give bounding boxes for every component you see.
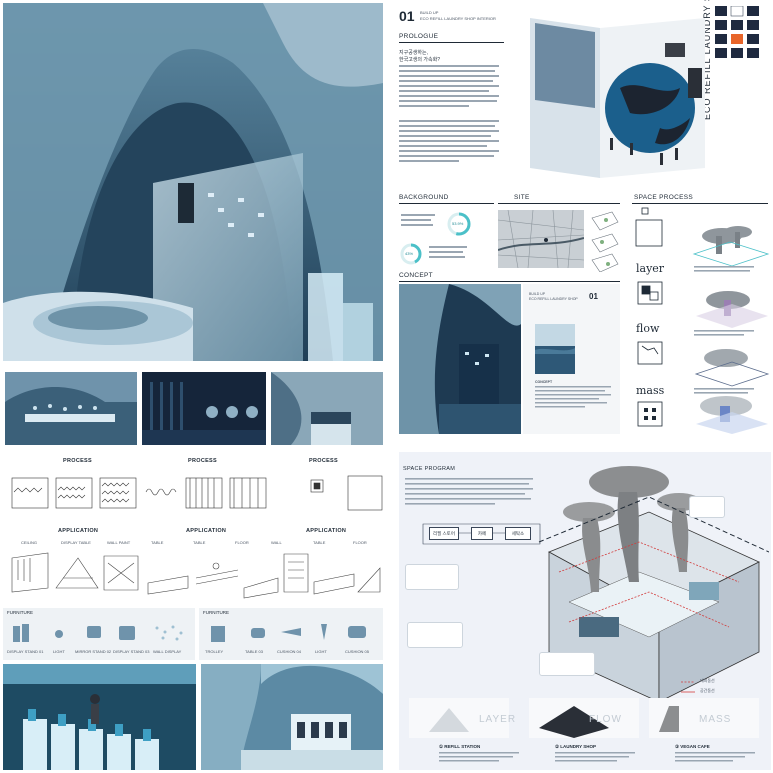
- program-box-cafe: 카페: [471, 527, 493, 540]
- process-title-1: PROCESS: [63, 458, 92, 464]
- interior-thumb-1: [5, 372, 137, 445]
- prologue-subtitle-1: 지구공생하는,: [399, 50, 428, 56]
- program-strip-images: [409, 698, 759, 738]
- card-vegan-cafe: ③ VEGAN CAFE: [675, 744, 710, 749]
- strip-word-mass: MASS: [699, 714, 732, 725]
- program-box-refill: 리필 스토어: [429, 527, 459, 540]
- furniture-title-right: FURNITURE: [203, 610, 229, 615]
- hero-collage: [510, 8, 710, 188]
- annotation-chip-2: [405, 564, 459, 590]
- furniture-icons-right: [211, 624, 366, 642]
- strip-word-layer: LAYER: [479, 714, 517, 725]
- furniture-left-1: DISPLAY STAND 01: [7, 649, 44, 654]
- furniture-panel-left: FURNITURE DISPLAY STAND 01 LIGHT MIRROR …: [3, 608, 195, 660]
- process-title-3: PROCESS: [309, 458, 338, 464]
- furniture-panel-right: FURNITURE TROLLEY TABLE 03 CUSHION 04 LI…: [199, 608, 383, 660]
- site-title: SITE: [514, 194, 530, 201]
- background-title: BACKGROUND: [399, 194, 449, 201]
- annotation-chip-1: [689, 496, 725, 518]
- prologue-rule: [399, 42, 504, 43]
- furniture-right-4: LIGHT: [315, 649, 327, 654]
- legend-lines: [681, 681, 695, 693]
- process-word-mass: mass: [636, 384, 665, 397]
- axonometric-model: [538, 466, 769, 702]
- brand-logo: [715, 5, 759, 58]
- process-word-layer: layer: [636, 262, 665, 275]
- furniture-left-5: WALL DISPLAY: [153, 649, 182, 654]
- furniture-right-3: CUSHION 04: [277, 649, 302, 654]
- concept-mini-line1: BUILD UP: [529, 292, 546, 296]
- stat-top: 53.9%: [452, 221, 464, 226]
- space-process-rule: [632, 203, 768, 204]
- background-rule: [399, 203, 494, 204]
- space-program-intro: [405, 478, 533, 505]
- interior-thumb-2: [142, 372, 266, 445]
- annotation-chip-3: [407, 622, 463, 648]
- furniture-right-2: TABLE 03: [245, 649, 263, 654]
- application-title-2: APPLICATION: [186, 528, 227, 534]
- app-label-table-2: TABLE: [193, 540, 206, 545]
- strip-word-flow: FLOW: [589, 714, 622, 725]
- application-title-1: APPLICATION: [58, 528, 99, 534]
- concept-mini-line2: ECO REFILL LAUNDRY SHOP: [529, 297, 578, 301]
- concept-mini-board: 01 BUILD UP ECO REFILL LAUNDRY SHOP CONC…: [523, 284, 620, 434]
- app-label-ceiling: CEILING: [21, 540, 38, 545]
- space-process-column: [635, 207, 770, 434]
- furniture-left-2: LIGHT: [53, 649, 65, 654]
- furniture-right-1: TROLLEY: [205, 649, 224, 654]
- process-title-2: PROCESS: [188, 458, 217, 464]
- app-label-table-3: TABLE: [313, 540, 326, 545]
- bottom-render-right: [201, 664, 383, 770]
- legend-label-2: 공간동선: [700, 688, 715, 693]
- bottom-render-left: [3, 664, 196, 770]
- annotation-chip-4: [539, 652, 595, 676]
- board-number: 01: [399, 8, 415, 24]
- app-label-floor-2: FLOOR: [353, 540, 367, 545]
- space-program-title: SPACE PROGRAM: [403, 466, 456, 472]
- site-map: [498, 210, 584, 268]
- app-label-wall: WALL: [271, 540, 282, 545]
- prologue-title: PROLOGUE: [399, 33, 439, 40]
- program-box-laundry: 세탁소: [505, 527, 531, 540]
- app-label-display-table: DISPLAY TABLE: [61, 540, 91, 545]
- concept-mini-caption: CONCEPT: [535, 380, 553, 384]
- concept-render: [399, 284, 521, 434]
- application-sketches: [11, 552, 381, 599]
- project-line-1: BUILD UP: [420, 10, 439, 15]
- space-process-title: SPACE PROCESS: [634, 194, 694, 201]
- furniture-title-left: FURNITURE: [7, 610, 33, 615]
- process-sketches: [11, 475, 383, 511]
- app-label-table-1: TABLE: [151, 540, 164, 545]
- furniture-left-3: MIRROR STAND 02: [75, 649, 112, 654]
- prologue-body: [399, 65, 504, 180]
- furniture-icons-left: [13, 624, 183, 642]
- furniture-left-4: DISPLAY STAND 03: [113, 649, 150, 654]
- prologue-subtitle-2: 한국고생의 가속화?: [399, 57, 440, 63]
- app-label-floor-1: FLOOR: [235, 540, 249, 545]
- site-rule: [498, 203, 620, 204]
- concept-mini-number: 01: [589, 292, 598, 301]
- stat-bottom: 43%: [405, 251, 414, 256]
- program-box-bracket: [422, 523, 541, 545]
- interior-thumb-3: [271, 372, 383, 445]
- card-laundry-shop: ② LAUNDRY SHOP: [555, 744, 597, 749]
- space-program-board: SPACE PROGRAM 리필 스토어 카페 세탁소 대피동선 공간동선: [399, 452, 771, 770]
- site-diagrams: [591, 211, 619, 272]
- project-line-2: ECO REFILL LAUNDRY SHOP INTERIOR: [420, 16, 496, 21]
- concept-rule: [399, 281, 620, 282]
- concept-title: CONCEPT: [399, 272, 433, 279]
- card-body-text: [439, 752, 755, 762]
- process-application-panel: PROCESS PROCESS PROCESS APPLICATION APPL…: [3, 450, 385, 605]
- app-label-wall-paint: WALL PAINT: [107, 540, 131, 545]
- legend-label-1: 대피동선: [700, 678, 715, 683]
- background-stats: [400, 212, 471, 265]
- main-interior-render: [3, 3, 383, 361]
- card-refill-station: ① REFILL STATION: [439, 744, 481, 749]
- process-word-flow: flow: [636, 322, 660, 335]
- application-title-3: APPLICATION: [306, 528, 347, 534]
- furniture-right-5: CUSHION 05: [345, 649, 370, 654]
